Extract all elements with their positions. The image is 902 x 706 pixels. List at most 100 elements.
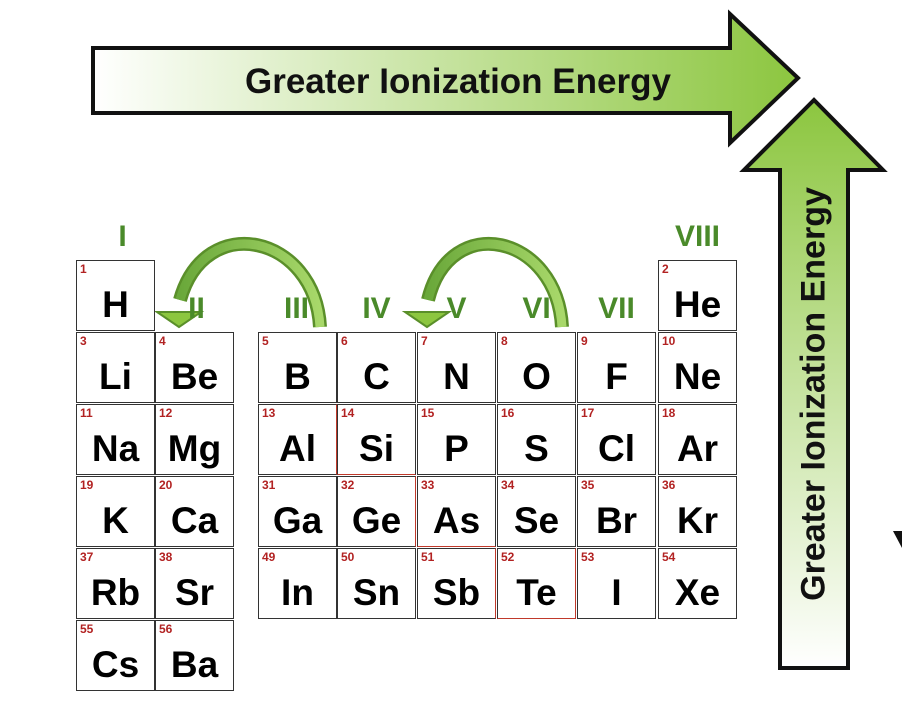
atomic-number: 54: [662, 550, 676, 564]
atomic-number: 11: [80, 406, 93, 420]
element-cell-xe: 54 Xe: [658, 548, 737, 619]
element-cell-rb: 37 Rb: [76, 548, 155, 619]
element-cell-in: 49 In: [258, 548, 337, 619]
group-label-2: II: [188, 292, 205, 325]
element-symbol: Al: [279, 428, 316, 469]
element-symbol: N: [443, 356, 470, 397]
element-cell-sr: 38 Sr: [155, 548, 234, 619]
group-label-5: V: [446, 292, 467, 325]
element-symbol: Mg: [167, 428, 222, 469]
atomic-number: 3: [80, 334, 87, 348]
element-symbol: He: [673, 284, 722, 325]
atomic-number: 18: [662, 406, 676, 420]
element-symbol: Ga: [272, 500, 323, 541]
element-cell-ge: 32 Ge: [337, 476, 416, 547]
element-cell-n: 7 N: [417, 332, 496, 403]
element-symbol: Li: [99, 356, 132, 397]
element-cell-c: 6 C: [337, 332, 416, 403]
atomic-number: 34: [501, 478, 515, 492]
group-label-3: III: [283, 292, 309, 325]
element-cell-ca: 20 Ca: [155, 476, 234, 547]
element-cell-b: 5 B: [258, 332, 337, 403]
atomic-number: 33: [421, 478, 435, 492]
element-cell-o: 8 O: [497, 332, 576, 403]
group-label-1: I: [118, 220, 127, 253]
element-symbol: H: [102, 284, 129, 325]
element-symbol: Te: [516, 572, 557, 613]
atomic-number: 13: [262, 406, 276, 420]
element-symbol: Se: [513, 500, 560, 541]
atomic-number: 51: [421, 550, 435, 564]
element-symbol: Ca: [170, 500, 219, 541]
atomic-number: 1: [80, 262, 87, 276]
atomic-number: 52: [501, 550, 515, 564]
vertical-arrow-shape: [739, 97, 888, 670]
atomic-number: 20: [159, 478, 173, 492]
element-symbol: Sb: [432, 572, 481, 613]
element-symbol: C: [363, 356, 390, 397]
atomic-number: 17: [581, 406, 595, 420]
element-cell-na: 11 Na: [76, 404, 155, 475]
atomic-number: 5: [262, 334, 269, 348]
element-cell-ba: 56 Ba: [155, 620, 234, 691]
element-symbol: Rb: [90, 572, 141, 613]
atomic-number: 12: [159, 406, 173, 420]
element-cell-cl: 17 Cl: [577, 404, 656, 475]
group-label-4: IV: [362, 292, 391, 325]
element-symbol: Br: [595, 500, 638, 541]
element-cell-kr: 36 Kr: [658, 476, 737, 547]
element-cell-p: 15 P: [417, 404, 496, 475]
atomic-number: 36: [662, 478, 676, 492]
atomic-number: 19: [80, 478, 94, 492]
atomic-number: 4: [159, 334, 166, 348]
atomic-number: 56: [159, 622, 173, 636]
element-symbol: P: [444, 428, 469, 469]
element-symbol: Ba: [170, 644, 219, 685]
element-cell-i: 53 I: [577, 548, 656, 619]
element-cell-li: 3 Li: [76, 332, 155, 403]
group-label-8: VIII: [674, 220, 720, 253]
element-cell-sn: 50 Sn: [337, 548, 416, 619]
element-cell-f: 9 F: [577, 332, 656, 403]
element-symbol: Be: [170, 356, 219, 397]
element-symbol: Sr: [174, 572, 215, 613]
element-symbol: Sn: [352, 572, 401, 613]
element-cell-k: 19 K: [76, 476, 155, 547]
atomic-number: 35: [581, 478, 595, 492]
element-cell-ga: 31 Ga: [258, 476, 337, 547]
element-symbol: Cs: [91, 644, 140, 685]
element-symbol: B: [284, 356, 311, 397]
atomic-number: 6: [341, 334, 348, 348]
element-cell-cs: 55 Cs: [76, 620, 155, 691]
atomic-number: 31: [262, 478, 276, 492]
element-cell-as: 33 As: [417, 476, 496, 547]
atomic-number: 37: [80, 550, 94, 564]
atomic-number: 38: [159, 550, 173, 564]
element-symbol: As: [432, 500, 481, 541]
element-symbol: O: [522, 356, 551, 397]
element-cell-te: 52 Te: [497, 548, 576, 619]
atomic-number: 15: [421, 406, 435, 420]
atomic-number: 9: [581, 334, 588, 348]
curved-arrow-right: [401, 236, 569, 329]
element-symbol: In: [281, 572, 314, 613]
horizontal-arrow-shape: [91, 9, 801, 148]
element-symbol: S: [524, 428, 549, 469]
atomic-number: 10: [662, 334, 676, 348]
element-symbol: Kr: [676, 500, 719, 541]
element-symbol: Ge: [351, 500, 402, 541]
atomic-number: 49: [262, 550, 276, 564]
element-symbol: I: [611, 572, 622, 613]
element-symbol: Na: [91, 428, 140, 469]
element-symbol: K: [102, 500, 129, 541]
atomic-number: 50: [341, 550, 355, 564]
element-symbol: Si: [359, 428, 394, 469]
atomic-number: 8: [501, 334, 508, 348]
group-label-6: VI: [522, 292, 551, 325]
element-cell-mg: 12 Mg: [155, 404, 234, 475]
element-cell-s: 16 S: [497, 404, 576, 475]
element-cell-he: 2 He: [658, 260, 737, 331]
atomic-number: 16: [501, 406, 515, 420]
atomic-number: 7: [421, 334, 428, 348]
